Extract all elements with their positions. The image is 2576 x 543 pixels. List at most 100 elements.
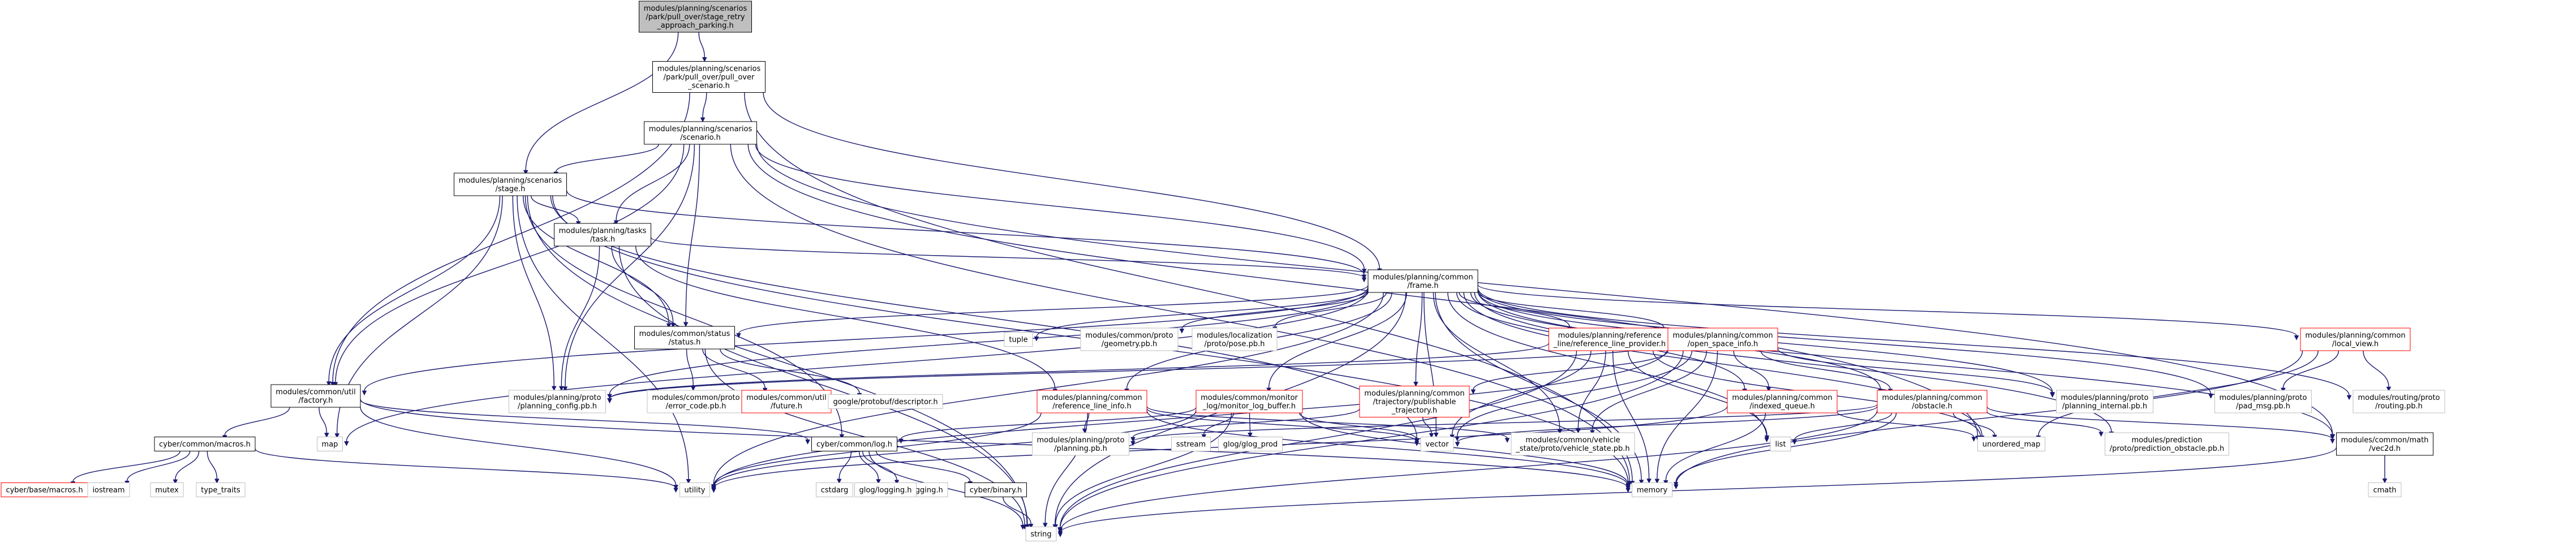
edge-local-view-to-memory: [1674, 350, 2303, 490]
graph-node-list: list: [1770, 437, 1791, 451]
edge-stage-to-status: [523, 195, 672, 329]
edge-frame-to-publishable: [1413, 292, 1423, 387]
graph-node-root[interactable]: modules/planning/scenarios/park/pull_ove…: [639, 1, 752, 33]
edge-pullover-to-scenario: [700, 92, 707, 123]
node-label: cyber/binary.h: [970, 486, 1022, 495]
node-label: modules/planning/scenarios: [459, 176, 562, 185]
graph-node-task[interactable]: modules/planning/tasks/task.h: [554, 223, 651, 247]
graph-node-frame[interactable]: modules/planning/common/frame.h: [1367, 269, 1478, 293]
node-box: [1025, 527, 1057, 541]
edge-line: [1422, 417, 1432, 434]
edge-publishable-to-planning-pb: [1130, 408, 1360, 442]
graph-node-status[interactable]: modules/common/status/status.h: [634, 326, 735, 350]
node-box: [828, 394, 943, 409]
node-box: [647, 390, 745, 413]
edge-line: [1447, 292, 1767, 438]
graph-node-scenario[interactable]: modules/planning/scenarios/scenario.h: [644, 121, 757, 145]
graph-node-error-code: modules/common/proto/error_code.pb.h: [647, 390, 745, 413]
node-label: modules/planning/scenarios: [644, 5, 747, 13]
graph-node-pullover[interactable]: modules/planning/scenarios/park/pull_ove…: [652, 61, 766, 93]
graph-node-open-space[interactable]: modules/planning/common/open_space_info.…: [1667, 327, 1778, 351]
edge-line: [364, 287, 1369, 391]
graph-node-indexed-queue[interactable]: modules/planning/common/indexed_queue.h: [1727, 390, 1838, 413]
edge-line: [1473, 350, 1668, 390]
graph-node-stage[interactable]: modules/planning/scenarios/stage.h: [454, 173, 567, 196]
graph-node-publishable[interactable]: modules/planning/common/trajectory/publi…: [1359, 386, 1470, 417]
edge-line: [1268, 292, 1407, 389]
edge-line: [611, 245, 674, 324]
edge-line: [1132, 408, 1360, 438]
edge-line: [1612, 350, 1650, 479]
edge-line: [1300, 412, 1629, 485]
edge-arrowhead: [2098, 432, 2104, 437]
edge-frame-to-monitor-buffer: [1266, 292, 1407, 393]
node-label: modules/planning/reference: [1558, 331, 1662, 340]
edge-vec2d-to-cmath: [2382, 455, 2388, 484]
graph-node-memory: memory: [1632, 482, 1672, 497]
edge-refline-provider-to-list: [1627, 350, 1770, 441]
edge-status-to-error-code: [686, 348, 696, 391]
edge-line: [1060, 447, 2337, 533]
edge-monitor-buffer-to-vector: [1298, 412, 1420, 445]
graph-node-macros[interactable]: cyber/common/macros.h: [154, 437, 256, 451]
graph-node-log[interactable]: cyber/common/log.h: [811, 437, 897, 451]
edge-arrowhead: [1179, 329, 1185, 334]
node-label: _trajectory.h: [1391, 407, 1437, 415]
edge-frame-to-routing: [1477, 287, 2352, 400]
edge-arrowhead: [2050, 393, 2055, 398]
graph-node-factory[interactable]: modules/common/util/factory.h: [270, 384, 361, 408]
node-label: /task.h: [590, 235, 615, 244]
edge-line: [530, 195, 579, 222]
graph-node-local-view[interactable]: modules/planning/common/local_view.h: [2300, 327, 2411, 351]
node-box: [1727, 390, 1838, 413]
edge-arrowhead: [1674, 484, 1679, 490]
edge-line: [523, 195, 669, 324]
graph-node-map: map: [317, 437, 343, 451]
edge-local-view-to-routing: [2363, 350, 2392, 392]
edge-arrowhead: [1455, 442, 1460, 447]
node-box: [2353, 390, 2445, 413]
edge-line: [755, 144, 1365, 269]
graph-node-base-macros[interactable]: cyber/base/macros.h: [1, 482, 88, 497]
edge-line: [730, 144, 1630, 482]
node-box: [196, 482, 246, 497]
edge-arrowhead: [894, 480, 900, 485]
edge-stage-to-utility: [517, 195, 691, 484]
edge-factory-to-map: [319, 407, 329, 438]
edge-arrowhead: [1766, 387, 1771, 393]
graph-node-mutex: mutex: [150, 482, 184, 497]
graph-node-future[interactable]: modules/common/util/future.h: [741, 390, 832, 413]
edge-line: [1477, 287, 2350, 396]
node-label: _approach_parking.h: [656, 21, 733, 30]
node-label: /scenario.h: [680, 133, 721, 142]
edge-line: [1577, 350, 1606, 429]
edge-line: [1592, 350, 1708, 430]
node-label: modules/prediction: [2131, 436, 2202, 445]
edge-line: [1003, 497, 1031, 524]
edge-line: [1657, 350, 1718, 480]
graph-node-type-traits: type_traits: [196, 482, 246, 497]
edge-line: [1451, 350, 1592, 435]
edge-line: [702, 92, 707, 118]
edge-line: [1059, 350, 1577, 528]
node-label: modules/planning/proto: [2061, 394, 2149, 402]
graph-node-vec2d[interactable]: modules/common/math/vec2d.h: [2336, 432, 2433, 456]
edge-frame-to-planning-config: [607, 288, 1369, 399]
edge-arrowhead: [2330, 438, 2335, 444]
edge-open-space-to-memory: [1654, 350, 1718, 484]
edge-open-space-to-vehicle-state: [1590, 350, 1708, 436]
node-box: [509, 390, 606, 413]
graph-node-refline-info[interactable]: modules/planning/common/reference_line_i…: [1037, 390, 1147, 413]
graph-node-obstacle[interactable]: modules/planning/common/obstacle.h: [1877, 390, 1988, 413]
edge-arrowhead: [1043, 523, 1048, 528]
graph-node-binary[interactable]: cyber/binary.h: [965, 482, 1027, 497]
edge-line: [698, 32, 705, 58]
node-label: modules/common/monitor: [1201, 394, 1298, 402]
edge-line: [720, 348, 860, 394]
edge-vec2d-to-string: [1057, 447, 2337, 537]
edge-arrowhead: [876, 479, 881, 484]
graph-node-refline-provider[interactable]: modules/planning/reference_line/referenc…: [1549, 327, 1671, 351]
edge-line: [1733, 350, 1769, 387]
graph-node-monitor-buffer[interactable]: modules/common/monitor_log/monitor_log_b…: [1195, 390, 1303, 413]
